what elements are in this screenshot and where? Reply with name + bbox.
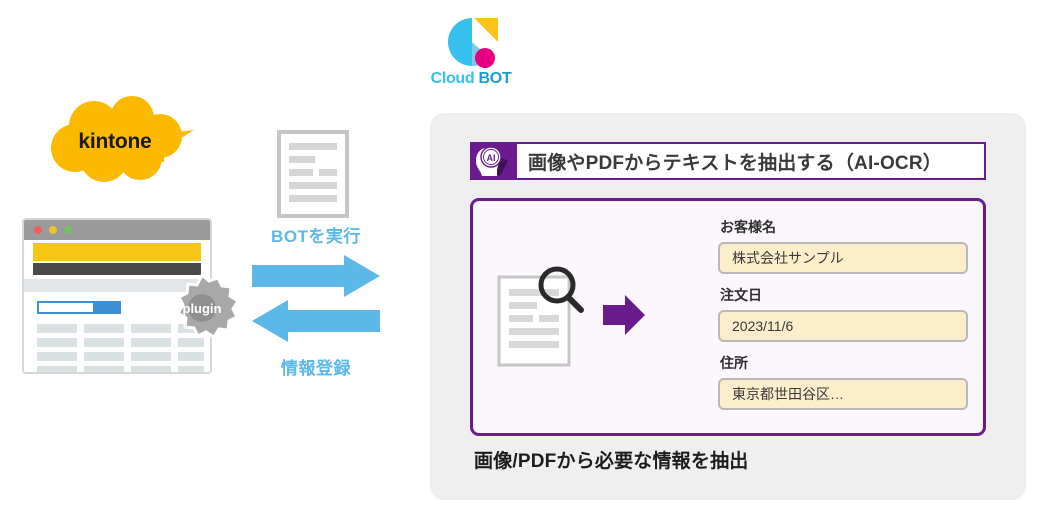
table-row	[37, 338, 210, 347]
ocr-extraction-illustration	[495, 263, 645, 373]
app-navigation-bar	[33, 263, 201, 275]
field-group-order-date: 注文日 2023/11/6	[718, 285, 968, 342]
field-label-order-date: 注文日	[720, 287, 762, 303]
app-header-bar	[33, 243, 201, 261]
app-search-field-mock	[37, 301, 121, 314]
plugin-gear-label: plugin	[182, 300, 222, 316]
table-cell	[131, 352, 171, 361]
kintone-logo: kintone	[42, 96, 202, 188]
cloudbot-word-bot: BOT	[478, 70, 512, 87]
gear-shape-icon	[175, 272, 241, 340]
ocr-panel: AI 画像やPDFからテキストを抽出する（AI-OCR）	[430, 113, 1026, 500]
table-cell	[37, 324, 77, 333]
window-close-dot-icon	[34, 226, 42, 234]
browser-titlebar	[24, 220, 210, 240]
table-cell	[178, 366, 204, 372]
panel-caption: 画像/PDFから必要な情報を抽出	[474, 451, 749, 472]
ocr-header: AI 画像やPDFからテキストを抽出する（AI-OCR）	[470, 142, 986, 180]
ai-badge-label: AI	[486, 153, 495, 163]
table-cell	[131, 324, 171, 333]
flow-back-label: 情報登録	[281, 359, 351, 378]
app-subheader-bar	[24, 279, 210, 292]
ocr-title-text: 画像やPDFからテキストを抽出する（AI-OCR）	[528, 152, 942, 174]
field-label-address: 住所	[720, 355, 748, 371]
table-cell	[84, 352, 124, 361]
table-cell	[84, 338, 124, 347]
window-maximize-dot-icon	[64, 226, 72, 234]
plugin-gear-icon: plugin	[164, 270, 241, 346]
ocr-illustration-svg	[497, 266, 645, 367]
purple-arrow-icon	[603, 295, 645, 335]
table-cell	[131, 338, 171, 347]
document-icon	[277, 130, 349, 218]
ai-head-shape-icon: AI	[475, 146, 508, 176]
kintone-logo-text: kintone	[78, 130, 152, 153]
window-minimize-dot-icon	[49, 226, 57, 234]
cloudbot-logo: Cloud BOT	[428, 14, 514, 94]
magnifier-icon	[538, 266, 584, 313]
document-shape-icon	[277, 130, 349, 218]
app-record-table-mock	[37, 324, 210, 372]
browser-frame	[22, 218, 212, 374]
cloudbot-mark-icon	[448, 18, 498, 68]
ai-brain-icon: AI	[470, 142, 517, 180]
table-cell	[84, 324, 124, 333]
field-group-customer: お客様名 株式会社サンプル	[718, 217, 968, 274]
field-value-order-date[interactable]: 2023/11/6	[718, 310, 968, 342]
ocr-body: お客様名 株式会社サンプル 注文日 2023/11/6 住所 東京都世田谷区…	[470, 198, 986, 436]
table-row	[37, 352, 210, 361]
arrow-right-icon	[252, 255, 380, 297]
flow-forward-group: BOTを実行	[252, 222, 380, 297]
field-label-customer: お客様名	[720, 219, 776, 235]
table-cell	[131, 366, 171, 372]
flow-back-group: 情報登録	[252, 300, 380, 390]
table-cell	[178, 338, 204, 347]
field-value-address[interactable]: 東京都世田谷区…	[718, 378, 968, 410]
table-row	[37, 366, 210, 372]
table-cell	[178, 352, 204, 361]
cloudbot-wordmark: Cloud BOT	[428, 70, 514, 88]
flow-forward-label: BOTを実行	[271, 227, 361, 246]
ocr-title-container: 画像やPDFからテキストを抽出する（AI-OCR）	[517, 142, 986, 180]
field-group-address: 住所 東京都世田谷区…	[718, 353, 968, 410]
table-cell	[37, 338, 77, 347]
field-value-customer[interactable]: 株式会社サンプル	[718, 242, 968, 274]
extracted-fields: お客様名 株式会社サンプル 注文日 2023/11/6 住所 東京都世田谷区…	[718, 217, 968, 421]
arrow-left-icon	[252, 300, 380, 342]
table-cell	[37, 352, 77, 361]
table-cell	[37, 366, 77, 372]
table-cell	[84, 366, 124, 372]
cloudbot-word-cloud: Cloud	[430, 70, 475, 87]
cloud-shape-icon	[51, 96, 194, 182]
kintone-app-window-mock: plugin	[22, 218, 241, 374]
